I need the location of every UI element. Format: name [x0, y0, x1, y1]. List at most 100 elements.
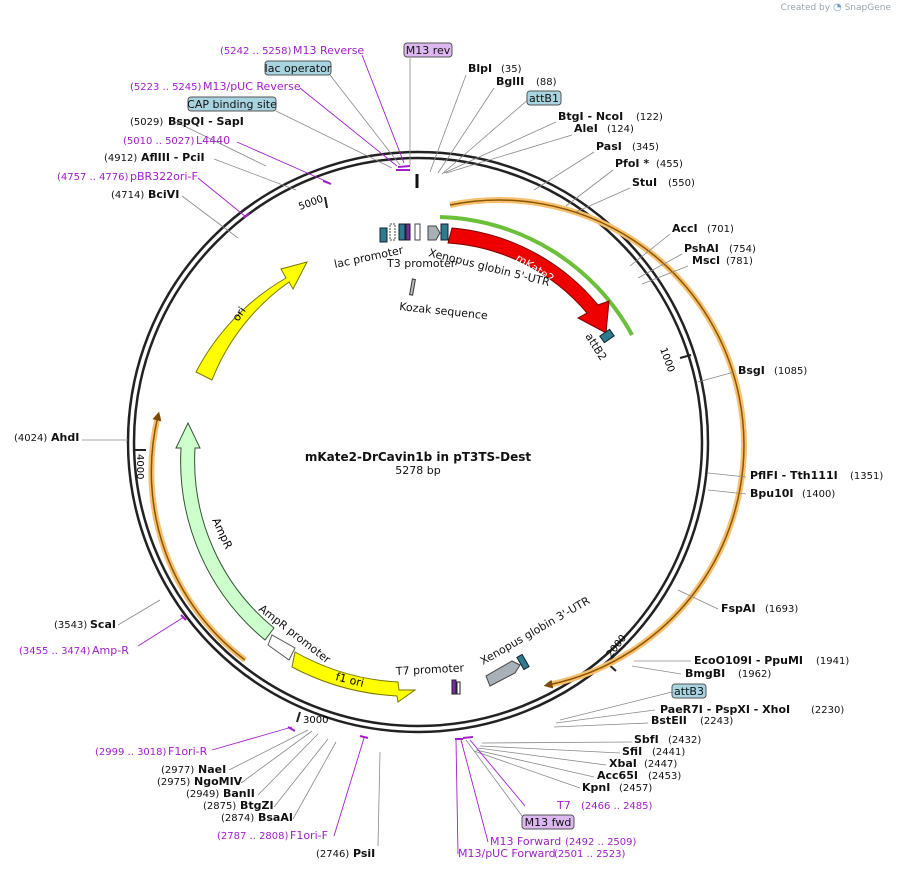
primer-t7-pos: (2466 .. 2485): [581, 801, 653, 812]
attb3-box-label: attB3: [674, 685, 704, 698]
xenopus-3utr-arrow: [485, 660, 521, 687]
tick-label-5000: 5000: [297, 194, 325, 213]
enzyme-stui: StuI: [632, 176, 657, 189]
ampr-label: AmpR: [209, 516, 235, 552]
tick-label-3000: 3000: [303, 715, 328, 726]
primer-m13-puc-reverse: M13/pUC Reverse: [203, 80, 301, 93]
primer-amp-r: Amp-R: [92, 644, 129, 657]
enzyme-bspqi-sapi-pos: (5029): [130, 117, 163, 128]
enzyme-msci: MscI: [692, 254, 720, 267]
enzyme-banii: BanII: [223, 787, 255, 800]
enzyme-ngomiv: NgoMIV: [194, 775, 243, 788]
primer-labels: (5242 .. 5258) M13 Reverse (5223 .. 5245…: [19, 44, 653, 860]
feature-box-m13fwd: M13 fwd: [521, 814, 575, 830]
primer-t7: T7: [556, 799, 571, 812]
snapgene-logo-icon: ◔: [832, 2, 842, 13]
enzyme-bsteii: BstEII: [651, 714, 687, 727]
attb2-marker: [599, 328, 615, 344]
enzyme-btgi-ncoi-pos: (122): [636, 112, 663, 123]
enzyme-bsteii-pos: (2243): [700, 716, 733, 727]
enzyme-sfii-pos: (2441): [652, 747, 685, 758]
mkate2-green-track: [439, 215, 634, 336]
enzyme-fspai-pos: (1693): [765, 604, 798, 615]
snapgene-watermark: Created by ◔ SnapGene: [781, 2, 891, 13]
t7-promoter-label: T7 promoter: [394, 661, 464, 678]
top-feature-cluster: [379, 223, 449, 296]
enzyme-psii-pos: (2746): [316, 849, 349, 860]
ori-feature-arrow: [195, 261, 308, 381]
plasmid-backbone: [126, 150, 710, 734]
enzyme-sbfi: SbfI: [634, 733, 659, 746]
m13fwd-box-label: M13 fwd: [525, 816, 572, 829]
enzyme-scai-pos: (3543): [54, 620, 87, 631]
enzyme-xbai: XbaI: [609, 757, 637, 770]
primer-f1ori-r: F1ori-R: [168, 745, 208, 758]
enzyme-bpu10i-pos: (1400): [802, 489, 835, 500]
enzyme-paer7i-pspxi-xhoi: PaeR7I - PspXI - XhoI: [660, 703, 790, 716]
enzyme-labels-right: BlpI (35) BglII (88) BtgI - NcoI (122) A…: [468, 62, 883, 794]
enzyme-bcivi-pos: (4714): [111, 190, 144, 201]
enzyme-btgzi: BtgZI: [240, 799, 274, 812]
plasmid-length: 5278 bp: [395, 464, 440, 477]
enzyme-pfoi: PfoI *: [615, 157, 649, 170]
primer-m13-puc-forward-pos: (2501 .. 2523): [554, 849, 626, 860]
attb1-box-label: attB1: [529, 92, 559, 105]
enzyme-pflfi-tth111i: PflFI - Tth111I: [750, 469, 838, 482]
primer-f1ori-f: F1ori-F: [290, 829, 328, 842]
enzyme-bmgbi: BmgBI: [685, 667, 725, 680]
primer-m13-puc-reverse-pos: (5223 .. 5245): [130, 82, 202, 93]
enzyme-bglii: BglII: [496, 75, 524, 88]
enzyme-pshai: PshAI: [684, 242, 719, 255]
enzyme-blpi: BlpI: [468, 62, 492, 75]
ampr-feature-arrow: [175, 421, 275, 641]
enzyme-psii: PsiI: [353, 847, 375, 860]
snapgene-app-name: SnapGene: [844, 3, 891, 13]
enzyme-sbfi-pos: (2432): [668, 735, 701, 746]
enzyme-bcivi: BciVI: [148, 188, 179, 201]
enzyme-bglii-pos: (88): [536, 77, 557, 88]
enzyme-banii-pos: (2949): [186, 789, 219, 800]
enzyme-afliii-pcii: AflIII - PciI: [141, 151, 205, 164]
plasmid-title: mKate2-DrCavin1b in pT3TS-Dest: [305, 450, 531, 464]
enzyme-btgi-ncoi: BtgI - NcoI: [558, 110, 623, 123]
enzyme-ngomiv-pos: (2975): [157, 777, 190, 788]
xenopus-3utr-label: Xenopus globin 3'-UTR: [478, 594, 593, 668]
enzyme-acc65i-pos: (2453): [648, 771, 681, 782]
enzyme-bsaai: BsaAI: [258, 811, 293, 824]
enzyme-naei: NaeI: [198, 763, 226, 776]
enzyme-bpu10i: Bpu10I: [750, 487, 794, 500]
enzyme-blpi-pos: (35): [501, 64, 522, 75]
feature-box-attb1: attB1: [526, 90, 562, 106]
primer-m13-reverse: M13 Reverse: [293, 44, 364, 57]
primer-l4440-pos: (5010 .. 5027): [123, 136, 195, 147]
enzyme-pasi: PasI: [596, 140, 622, 153]
orf-arcs: [148, 197, 747, 689]
ampr-promoter-arrow: [267, 634, 296, 661]
primer-m13-puc-forward: M13/pUC Forward: [458, 847, 556, 860]
enzyme-labels-left: (5029) BspQI - SapI (4912) AflIII - PciI…: [14, 115, 375, 860]
feature-box-attb3: attB3: [671, 683, 707, 699]
tick-label-4000: 4000: [134, 454, 145, 479]
enzyme-btgzi-pos: (2875): [203, 801, 236, 812]
mkate2-feature-arrow: [447, 227, 610, 334]
feature-box-m13rev: M13 rev: [403, 42, 453, 58]
enzyme-alei: AleI: [574, 122, 598, 135]
kozak-label: Kozak sequence: [399, 300, 489, 322]
enzyme-ahdi-pos: (4024): [14, 433, 47, 444]
primer-binding-marks: [180, 165, 474, 740]
enzyme-pshai-pos: (754): [729, 244, 756, 255]
cap-site-box-label: CAP binding site: [187, 98, 277, 111]
attb3-marker: [516, 653, 530, 671]
primer-f1ori-r-pos: (2999 .. 3018): [95, 747, 167, 758]
primer-amp-r-pos: (3455 .. 3474): [19, 646, 91, 657]
enzyme-bsaai-pos: (2874): [221, 813, 254, 824]
primer-leader-lines: [137, 54, 526, 855]
enzyme-bmgbi-pos: (1962): [738, 669, 771, 680]
box-leader-lines: [275, 58, 673, 821]
lac-operator-box-label: lac operator: [265, 62, 332, 75]
t7-promoter-marker-2: [456, 681, 461, 695]
feature-box-lac-operator: lac operator: [264, 60, 332, 76]
enzyme-alei-pos: (124): [607, 124, 634, 135]
enzyme-pfoi-pos: (455): [656, 159, 683, 170]
